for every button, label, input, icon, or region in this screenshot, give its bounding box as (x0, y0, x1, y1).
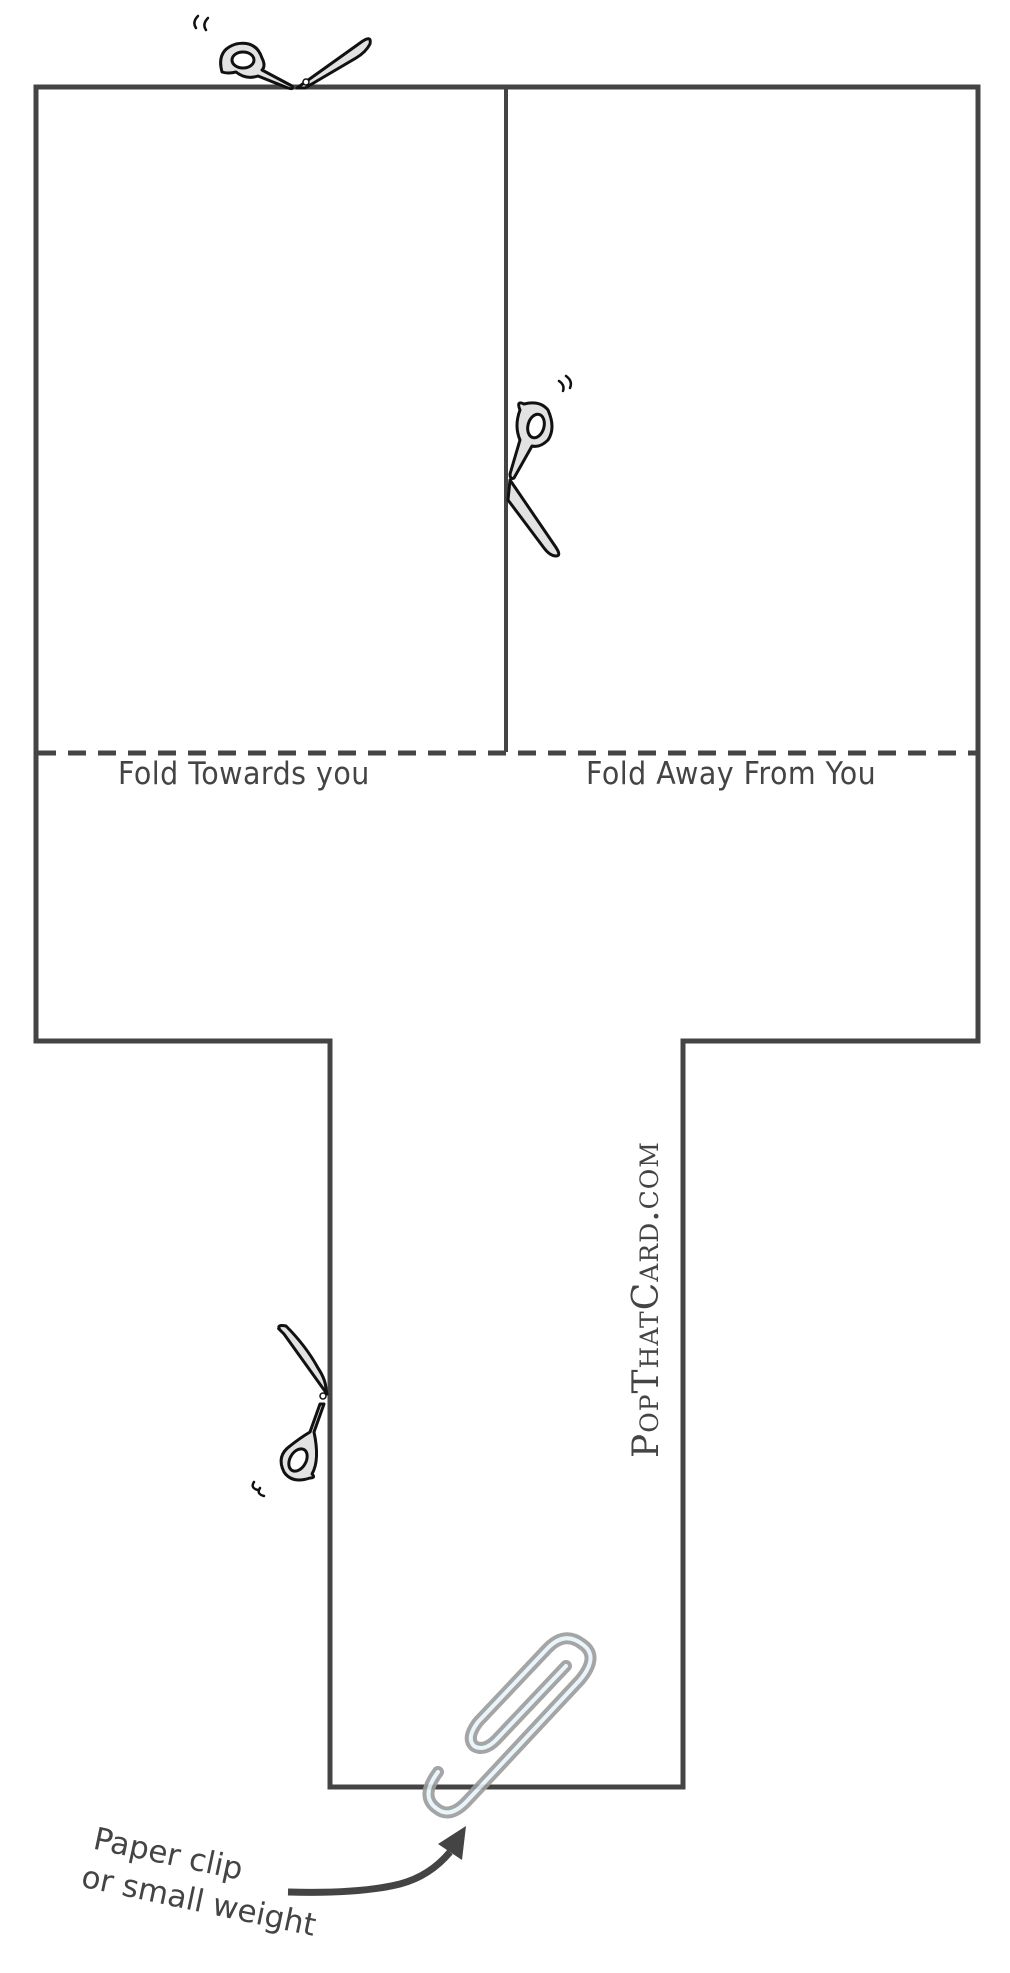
scissors-icon (506, 374, 573, 558)
cut-outline (33, 84, 981, 1790)
scissors-icon (193, 14, 372, 91)
fold-away-label: Fold Away From You (586, 756, 877, 792)
scissors-icon (251, 1324, 329, 1498)
paperclip-icon (422, 1632, 597, 1819)
arrow-icon (287, 1826, 466, 1896)
fold-towards-label: Fold Towards you (118, 756, 370, 792)
brand-watermark: PopThatCard.com (626, 1141, 667, 1458)
